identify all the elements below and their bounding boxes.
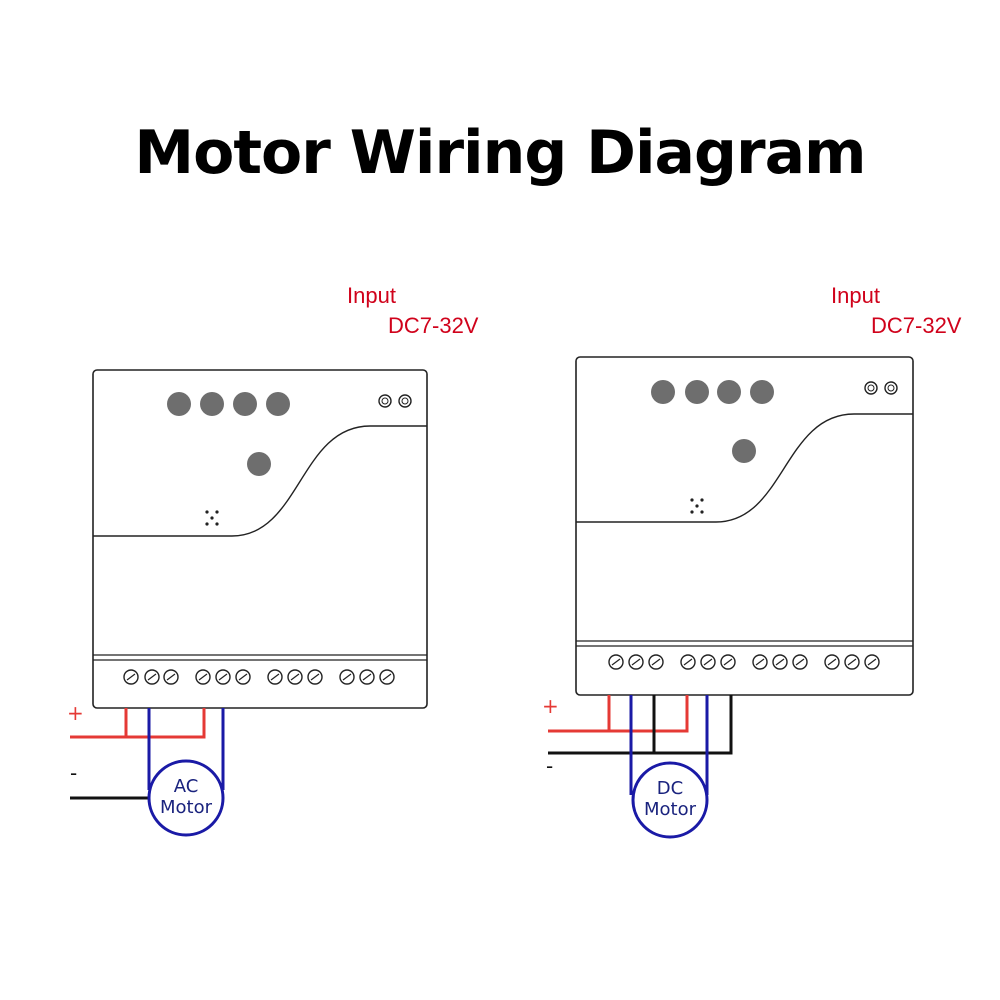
left-minus-label: - <box>70 761 77 785</box>
left-input-label: Input <box>347 283 396 308</box>
led-indicator <box>167 392 191 416</box>
left-voltage-label: DC7-32V <box>388 313 479 338</box>
power-input-terminals <box>378 394 412 408</box>
right-input-label: Input <box>831 283 880 308</box>
dc-motor-label-line2: Motor <box>644 799 697 820</box>
led-indicator <box>732 439 756 463</box>
right-relay-module <box>575 356 914 696</box>
right-positive-wire <box>548 695 689 733</box>
led-indicator <box>685 380 709 404</box>
ac-motor <box>147 759 225 837</box>
right-plus-label: + <box>542 694 559 718</box>
led-indicator <box>200 392 224 416</box>
buzzer-holes <box>205 510 219 526</box>
led-indicator <box>247 452 271 476</box>
dc-motor-label-line1: DC <box>657 778 683 799</box>
led-indicator <box>266 392 290 416</box>
power-input-terminals <box>864 381 898 395</box>
ac-motor-label-line2: Motor <box>160 797 213 818</box>
led-indicator <box>750 380 774 404</box>
left-plus-label: + <box>67 701 84 725</box>
led-indicator <box>717 380 741 404</box>
ac-motor-label-line1: AC <box>174 776 199 797</box>
cover-outline <box>576 413 913 523</box>
left-positive-wire <box>70 708 206 739</box>
buzzer-holes <box>690 498 704 514</box>
right-motor-wires <box>629 695 709 795</box>
right-minus-label: - <box>546 754 553 778</box>
left-relay-module <box>92 369 428 709</box>
led-indicator <box>651 380 675 404</box>
right-negative-wire <box>548 695 733 755</box>
cover-outline <box>93 425 427 537</box>
left-motor-wires <box>147 708 225 790</box>
dc-motor <box>631 761 709 839</box>
page-title: Motor Wiring Diagram <box>134 118 866 188</box>
right-voltage-label: DC7-32V <box>871 313 962 338</box>
led-indicator <box>233 392 257 416</box>
